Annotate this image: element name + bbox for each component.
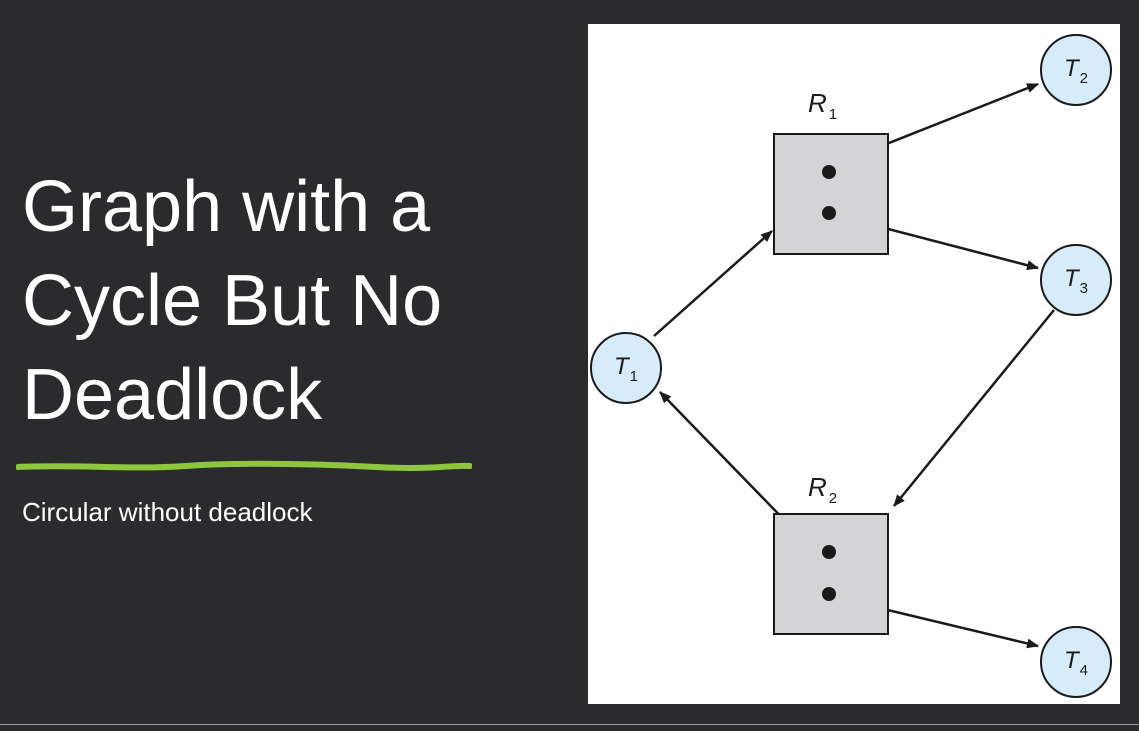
thread-t3-label: T3: [1064, 265, 1088, 297]
slide-subtitle: Circular without deadlock: [22, 497, 313, 527]
r1-instance-2: [822, 206, 836, 220]
accent-underline: [16, 460, 472, 471]
title-line-1: Graph with a: [22, 167, 431, 247]
thread-t2: T2: [1040, 34, 1112, 106]
bottom-divider: [0, 724, 1139, 725]
title-line-2: Cycle But No: [22, 261, 443, 341]
title-line-3: Deadlock: [22, 355, 323, 435]
thread-t2-label: T2: [1064, 55, 1088, 87]
edge-t3-r2: [893, 309, 1055, 507]
thread-t1-label: T1: [614, 353, 638, 385]
edge-r2-t1: [659, 391, 797, 533]
r2-instance-2: [822, 587, 836, 601]
slide-title: Graph with a Cycle But No Deadlock: [22, 160, 542, 442]
edge-t1-r1: [653, 230, 773, 337]
thread-t1: T1: [590, 332, 662, 404]
thread-t3: T3: [1040, 244, 1112, 316]
thread-t4-label: T4: [1064, 647, 1088, 679]
r2-instance-1: [822, 545, 836, 559]
r1-instance-1: [822, 165, 836, 179]
thread-t4: T4: [1040, 626, 1112, 698]
